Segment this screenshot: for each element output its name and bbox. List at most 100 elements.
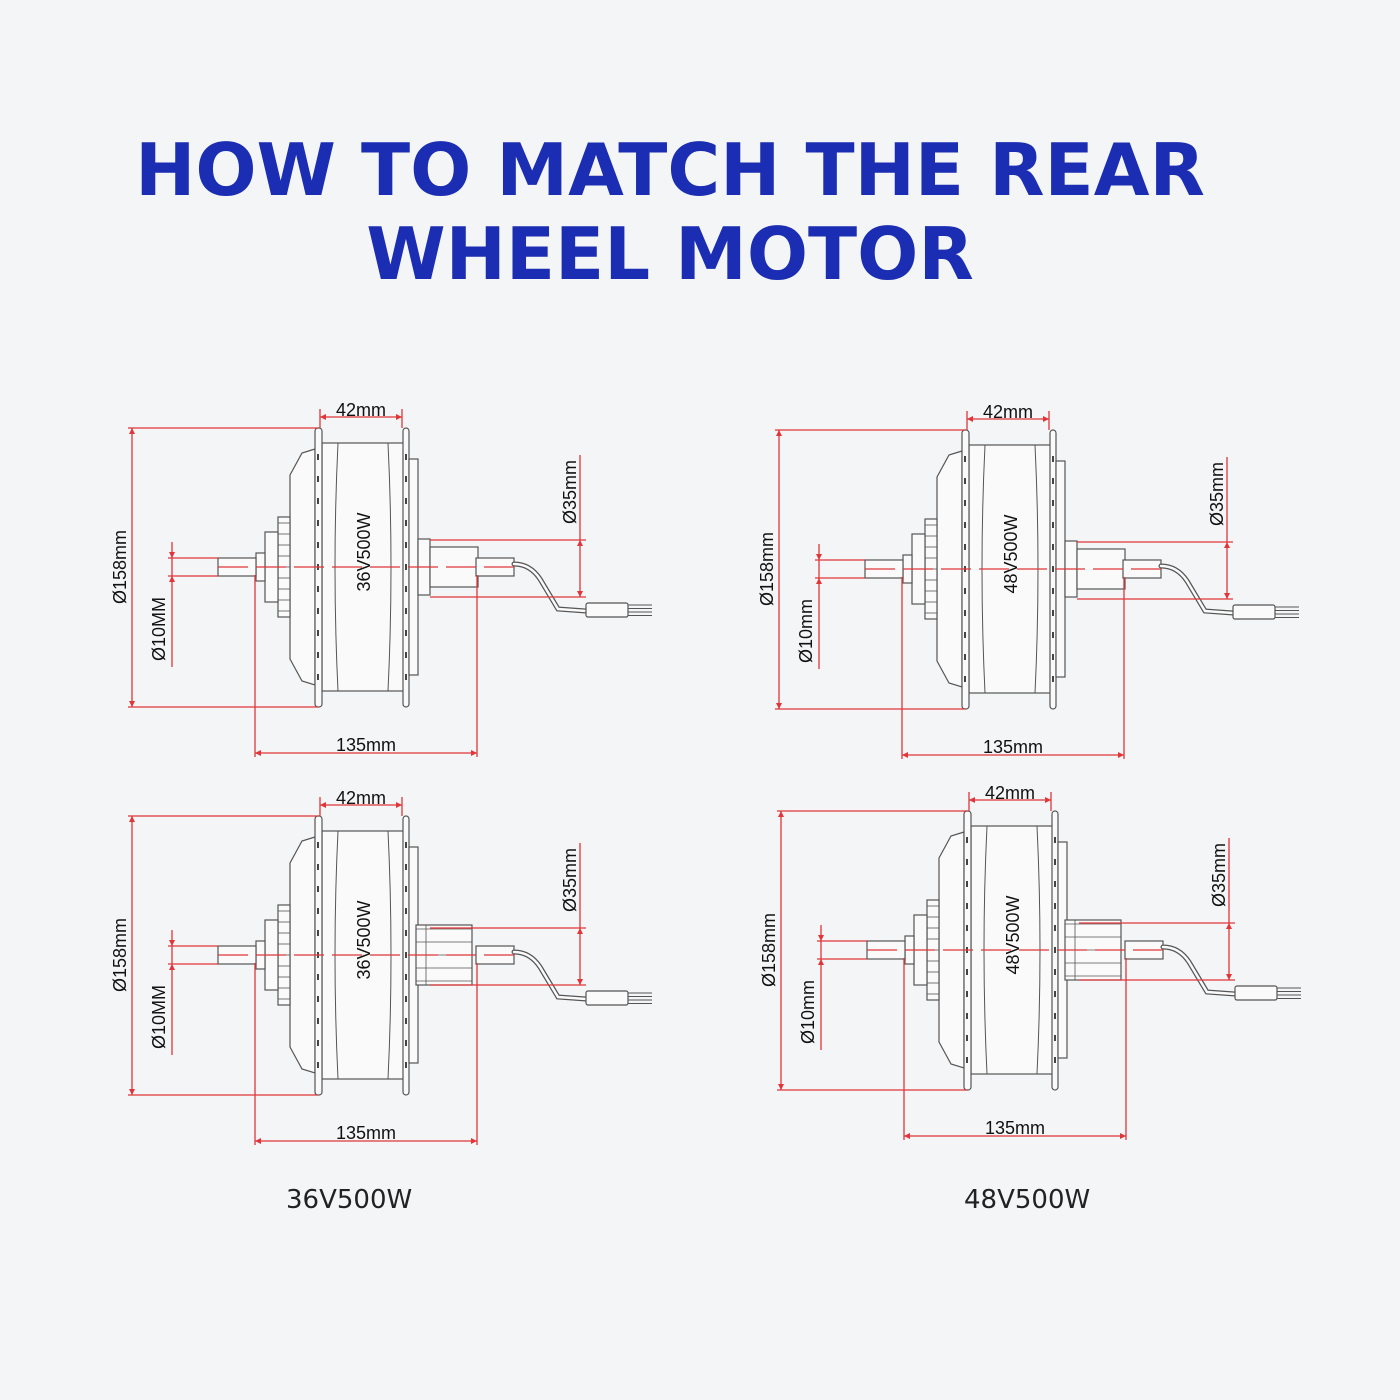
spoke-hole [317,674,319,680]
arrow [1045,797,1051,803]
spoke-hole [405,586,407,592]
dim-10-label: Ø10mm [796,599,816,663]
dim-10-label: Ø10mm [798,980,818,1044]
spoke-hole [964,610,966,616]
spoke-hole [317,630,319,636]
arrow [471,1138,477,1144]
arrow [1226,974,1232,980]
arrow [471,750,477,756]
spoke-hole [317,842,319,848]
dim-42-label: 42mm [336,788,386,808]
spoke-hole [317,608,319,614]
arrow [129,428,135,434]
spoke-hole [317,886,319,892]
spoke-hole [1052,522,1054,528]
dim-35-label: Ø35mm [560,848,580,912]
spoke-hole [966,1035,968,1041]
arrow [1118,752,1124,758]
spoke-hole [405,1040,407,1046]
spoke-hole [1054,859,1056,865]
spoke-hole [317,1062,319,1068]
spoke-hole [1052,588,1054,594]
spoke-hole [317,974,319,980]
arrow [255,750,261,756]
spoke-hole [317,1040,319,1046]
spoke-hole [1052,544,1054,550]
spoke-hole [405,1018,407,1024]
caption-36v: 36V500W [286,1185,413,1215]
spoke-hole [317,542,319,548]
arrow [778,1084,784,1090]
spoke-hole [966,903,968,909]
dim-135-label: 135mm [985,1118,1045,1138]
spoke-hole [964,544,966,550]
spoke-hole [317,1018,319,1024]
arrow [1224,542,1230,548]
arrow [1043,416,1049,422]
arrow [255,1138,261,1144]
spoke-hole [317,996,319,1002]
spoke-hole [317,454,319,460]
spoke-hole [1054,1035,1056,1041]
spoke-hole [405,564,407,570]
spoke-hole [317,520,319,526]
spoke-hole [1052,610,1054,616]
spoke-hole [1054,903,1056,909]
cable-connector [1232,604,1276,620]
dim-42-label: 42mm [336,400,386,420]
motor-cable [511,949,589,1002]
dim-158-label: Ø158mm [110,918,130,992]
spoke-hole [405,652,407,658]
spoke-hole [1054,969,1056,975]
spoke-hole [1052,654,1054,660]
arrow [169,552,175,558]
arrow [129,701,135,707]
arrow [320,802,326,808]
spoke-hole [405,908,407,914]
cable-connector [585,602,629,618]
spoke-hole [964,522,966,528]
dim-135-label: 135mm [983,737,1043,757]
spoke-hole [317,930,319,936]
spoke-hole [405,608,407,614]
spoke-hole [966,991,968,997]
spoke-hole [405,974,407,980]
spoke-hole [966,969,968,975]
arrow [1120,1133,1126,1139]
spoke-hole [1054,1057,1056,1063]
spoke-hole [964,478,966,484]
arrow [778,811,784,817]
arrow [816,554,822,560]
spoke-hole [405,864,407,870]
spoke-hole [966,1013,968,1019]
dim-135-label: 135mm [336,1123,396,1143]
arrow [169,964,175,970]
arrow [1224,593,1230,599]
spoke-hole [964,456,966,462]
arrow [129,816,135,822]
spoke-hole [317,908,319,914]
title-line-2: WHEEL MOTOR [366,212,974,296]
dim-35-label: Ø35mm [1209,843,1229,907]
arrow [776,703,782,709]
cable-connector [1234,985,1278,1001]
motor-model-label: 36V500W [354,900,374,979]
arrow [902,752,908,758]
arrow [396,414,402,420]
arrow [816,578,822,584]
spoke-hole [405,674,407,680]
arrow [967,416,973,422]
spoke-hole [405,952,407,958]
spoke-hole [966,925,968,931]
dim-158-label: Ø158mm [757,532,777,606]
motor-cable-inner [512,562,588,613]
arrow [169,576,175,582]
spoke-hole [405,1062,407,1068]
dim-42-label: 42mm [985,783,1035,803]
spoke-hole [964,654,966,660]
dim-158-label: Ø158mm [110,530,130,604]
arrow [396,802,402,808]
